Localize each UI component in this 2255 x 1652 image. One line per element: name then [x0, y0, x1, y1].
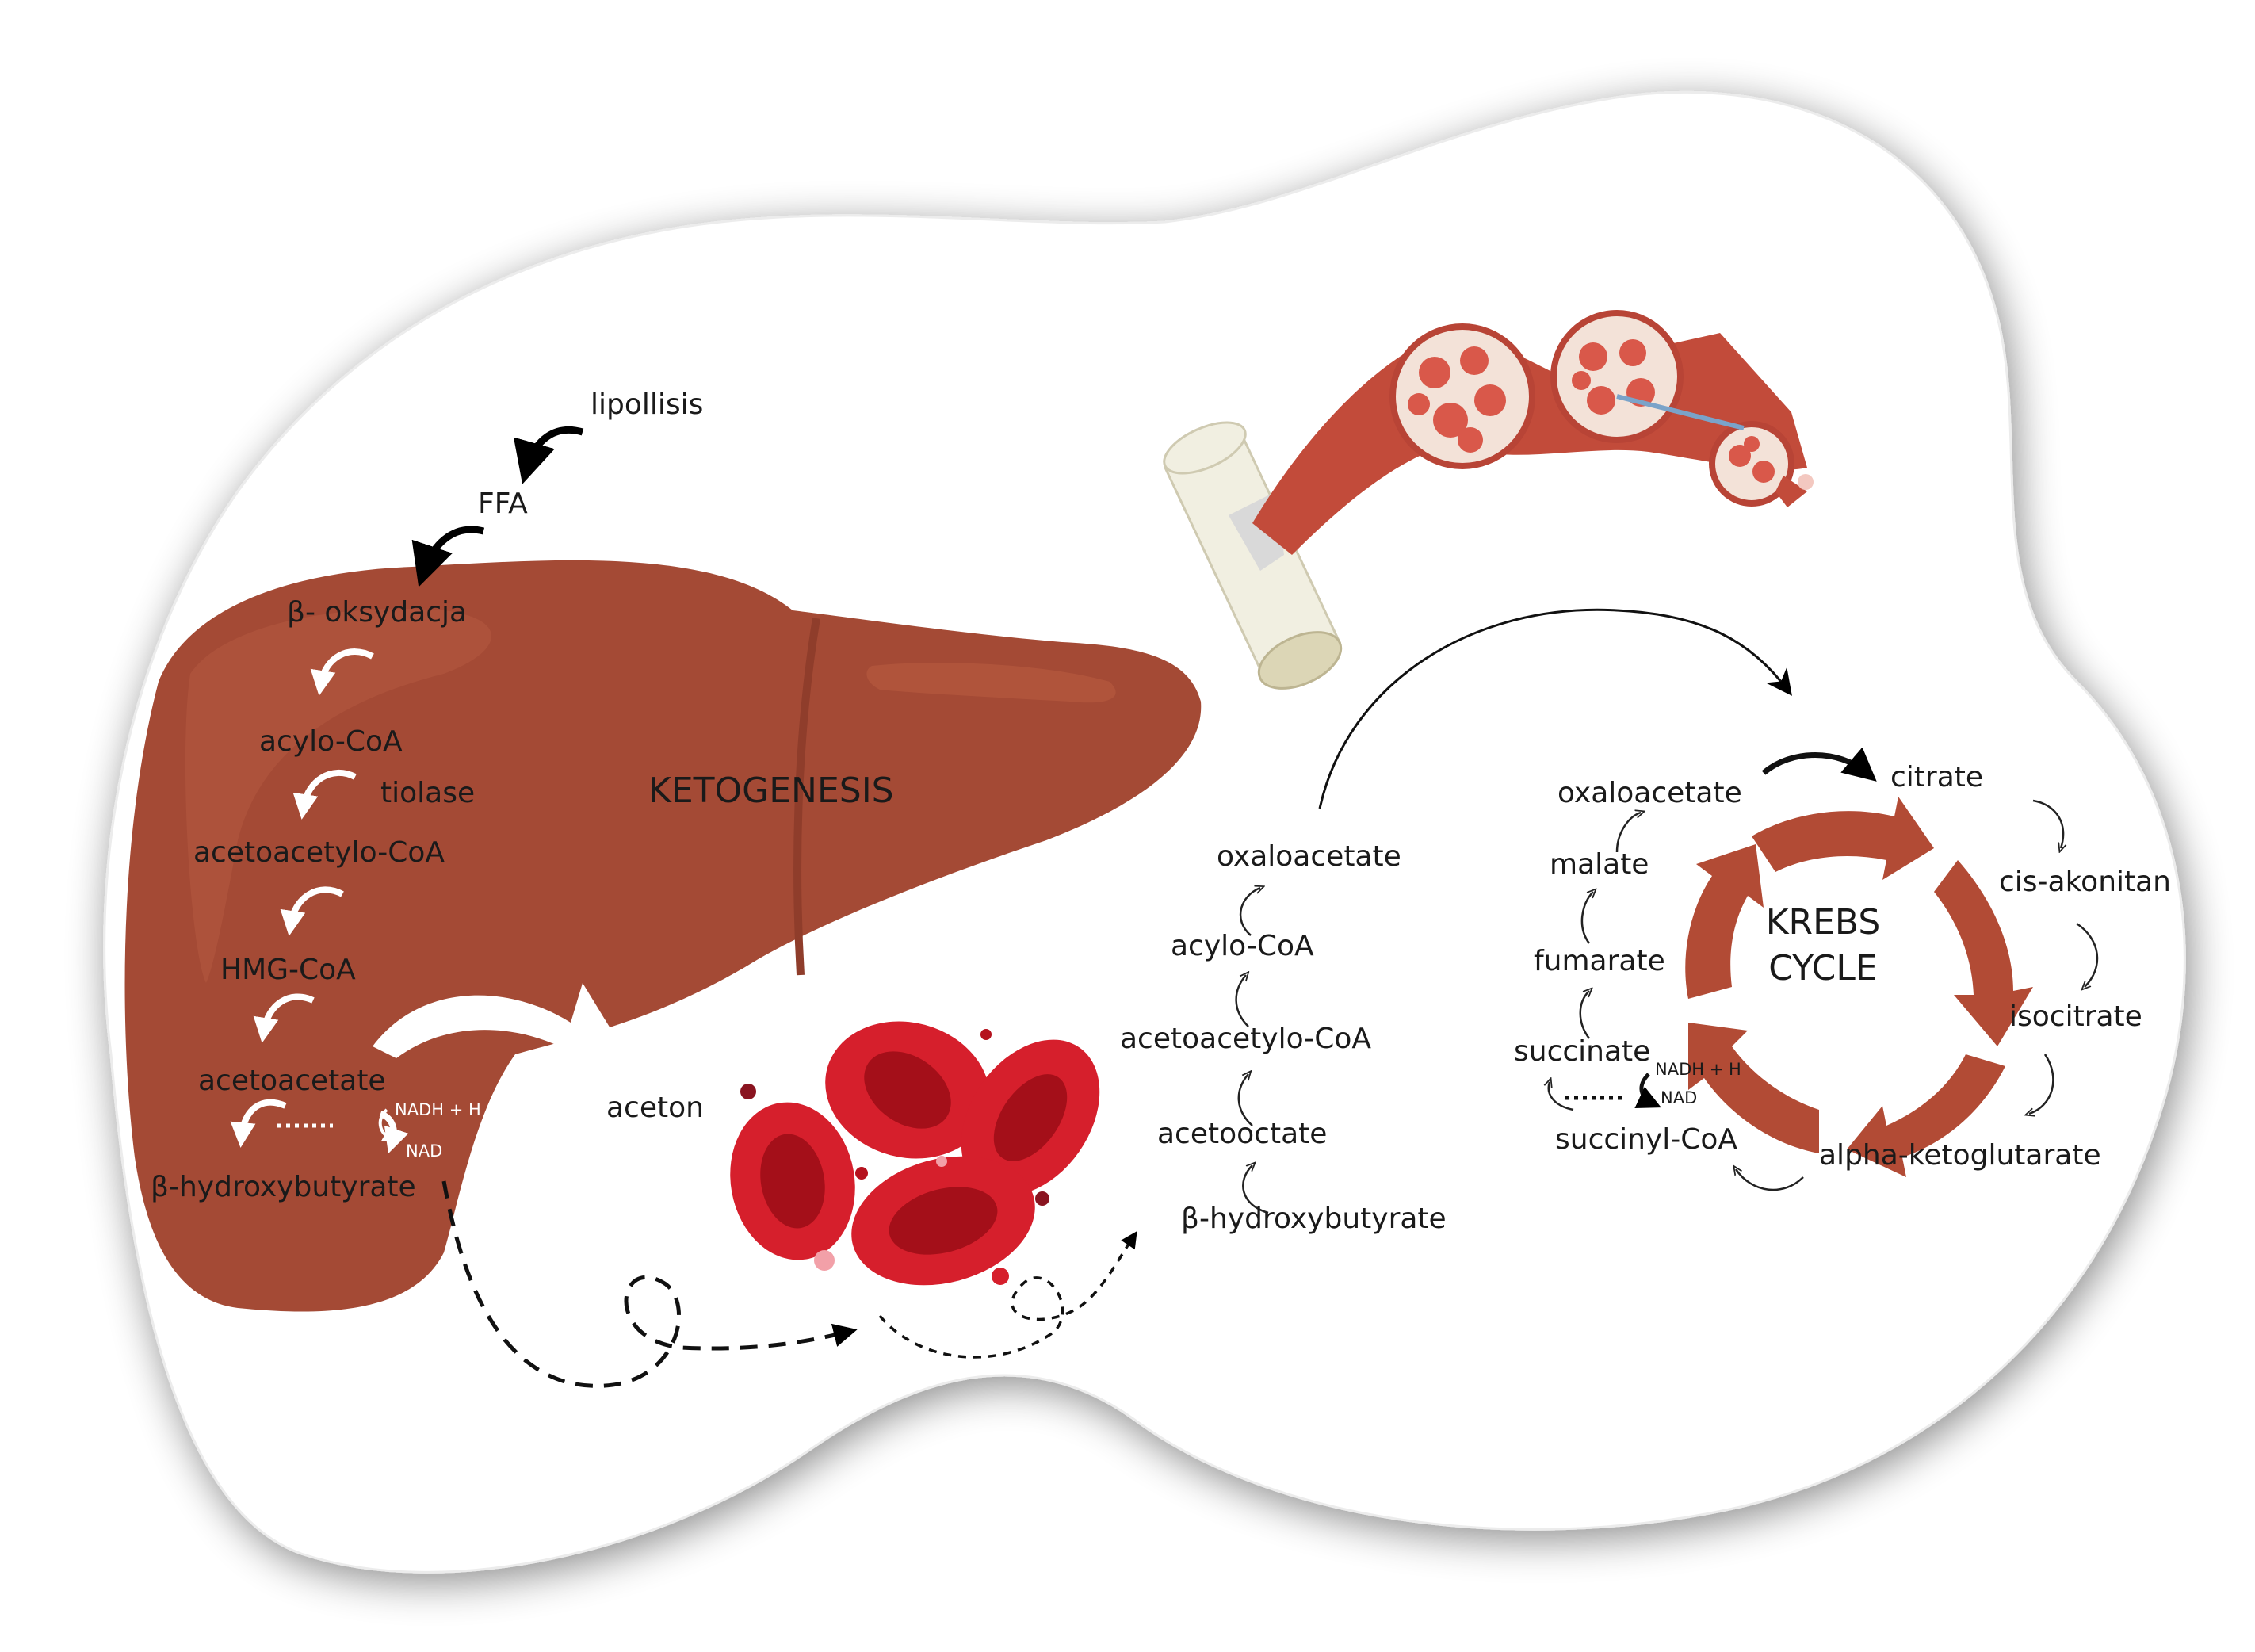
- muscle-oxaloacetate: oxaloacetate: [1217, 840, 1401, 873]
- muscle-acylo-coa: acylo-CoA: [1171, 930, 1314, 962]
- krebs-nad-arrow: [1634, 1073, 1661, 1108]
- to-krebs-arrow: [1318, 608, 1792, 809]
- liver-highlight: [185, 609, 491, 983]
- krebs-cofactor-top: NADH + H: [1655, 1060, 1741, 1079]
- step-acetoacetate: acetoacetate: [198, 1065, 386, 1097]
- ffa-label: FFA: [478, 488, 528, 520]
- liver-nad-arrow: [378, 1108, 396, 1141]
- krebs-ring: [1685, 797, 2033, 1177]
- step-acylo-coa: acylo-CoA: [259, 725, 403, 758]
- liver-cofactor-bottom: NAD: [406, 1141, 443, 1161]
- muscle-illustration: [1252, 310, 1814, 555]
- liver-lobe-line: [793, 618, 820, 976]
- krebs-title-line2: CYCLE: [1768, 948, 1878, 989]
- krebs-cis-akonitan: cis-akonitan: [1999, 866, 2172, 898]
- krebs-top-arrow: [1761, 747, 1877, 782]
- background-blob: [103, 90, 2186, 1574]
- liver-cofactor-top: NADH + H: [395, 1100, 481, 1119]
- dashed-path-1: [441, 1180, 858, 1388]
- lipolysis-label: lipollisis: [591, 388, 704, 421]
- krebs-succinate: succinate: [1514, 1035, 1651, 1068]
- muscle-beta-hydroxybutyrate: β-hydroxybutyrate: [1181, 1203, 1447, 1235]
- krebs-title-line1: KREBS: [1765, 902, 1881, 943]
- lipolysis-arrow: [513, 426, 584, 484]
- step-acetoacetylo-coa: acetoacetylo-CoA: [193, 836, 445, 869]
- aceton-label: aceton: [606, 1092, 704, 1124]
- muscle-acetoacetylo-coa: acetoacetylo-CoA: [1120, 1023, 1372, 1055]
- krebs-step-arrows: [1549, 799, 2099, 1191]
- krebs-cofactor-bottom: NAD: [1661, 1088, 1698, 1107]
- step-hmg-coa: HMG-CoA: [220, 954, 356, 986]
- krebs-isocitrate: isocitrate: [2009, 1000, 2142, 1033]
- aceton-arrow: [373, 983, 626, 1078]
- liver-step-arrows: [230, 648, 409, 1154]
- ketogenesis-title: KETOGENESIS: [648, 771, 894, 811]
- ffa-arrow: [411, 526, 485, 587]
- krebs-alpha-ketoglutarate: alpha-ketoglutarate: [1819, 1139, 2101, 1172]
- krebs-citrate: citrate: [1890, 761, 1984, 793]
- step-beta-hydroxybutyrate: β-hydroxybutyrate: [151, 1171, 416, 1203]
- step-beta-oxidation: β- oksydacja: [287, 596, 468, 629]
- enzyme-tiolase: tiolase: [380, 777, 476, 809]
- liver-highlight-right: [866, 663, 1116, 703]
- krebs-fumarate: fumarate: [1534, 945, 1665, 977]
- muscle-pathway-arrows: [1235, 888, 1269, 1214]
- krebs-oxaloacetate: oxaloacetate: [1557, 777, 1742, 809]
- krebs-succinyl-coa: succinyl-CoA: [1555, 1123, 1738, 1156]
- krebs-malate: malate: [1550, 848, 1649, 881]
- krebs-title: KREBS CYCLE: [1760, 900, 1886, 992]
- bone-illustration: [1163, 421, 1343, 690]
- red-blood-cells: [730, 1021, 1100, 1286]
- muscle-acetooctate: acetooctate: [1157, 1118, 1328, 1150]
